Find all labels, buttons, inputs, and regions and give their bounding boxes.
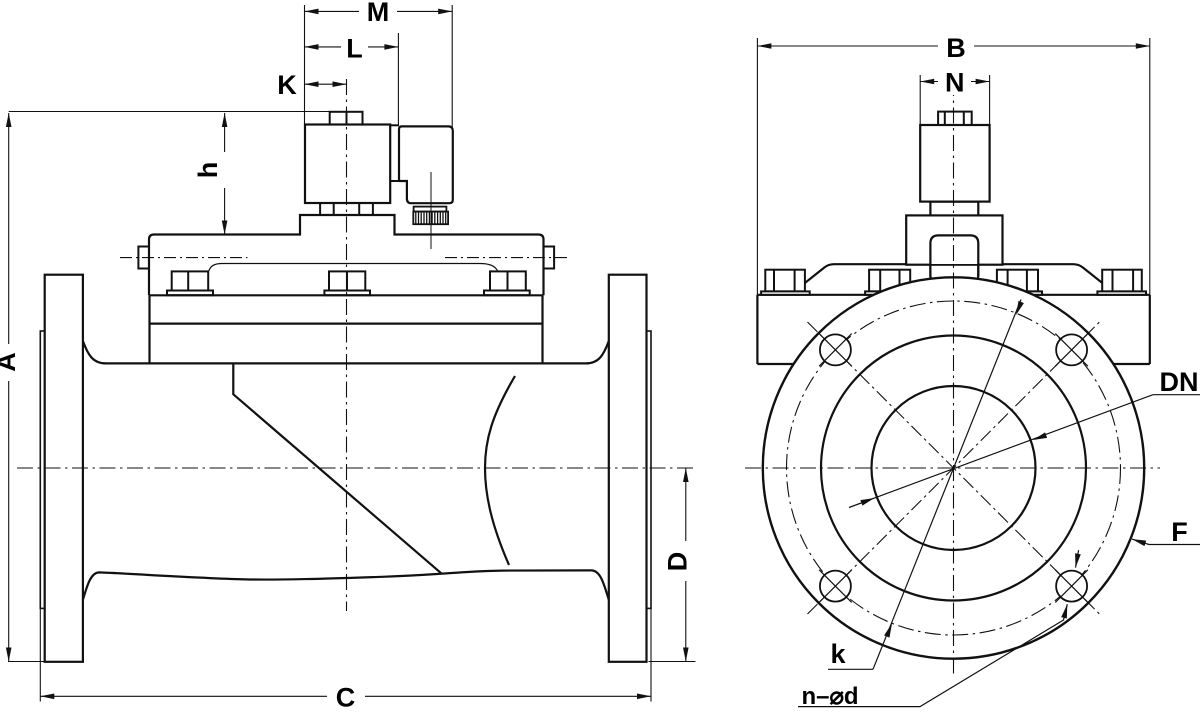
svg-text:DN: DN xyxy=(1160,367,1199,397)
svg-text:D: D xyxy=(663,552,693,572)
svg-text:L: L xyxy=(346,34,363,64)
svg-text:C: C xyxy=(336,683,356,713)
svg-text:N: N xyxy=(945,68,965,98)
svg-text:K: K xyxy=(277,70,297,100)
svg-text:h: h xyxy=(193,162,223,179)
svg-text:B: B xyxy=(946,33,966,63)
svg-text:M: M xyxy=(367,0,390,27)
svg-text:n–⌀d: n–⌀d xyxy=(801,683,858,710)
svg-text:k: k xyxy=(830,639,846,669)
svg-text:A: A xyxy=(0,352,21,372)
svg-text:F: F xyxy=(1171,517,1188,547)
